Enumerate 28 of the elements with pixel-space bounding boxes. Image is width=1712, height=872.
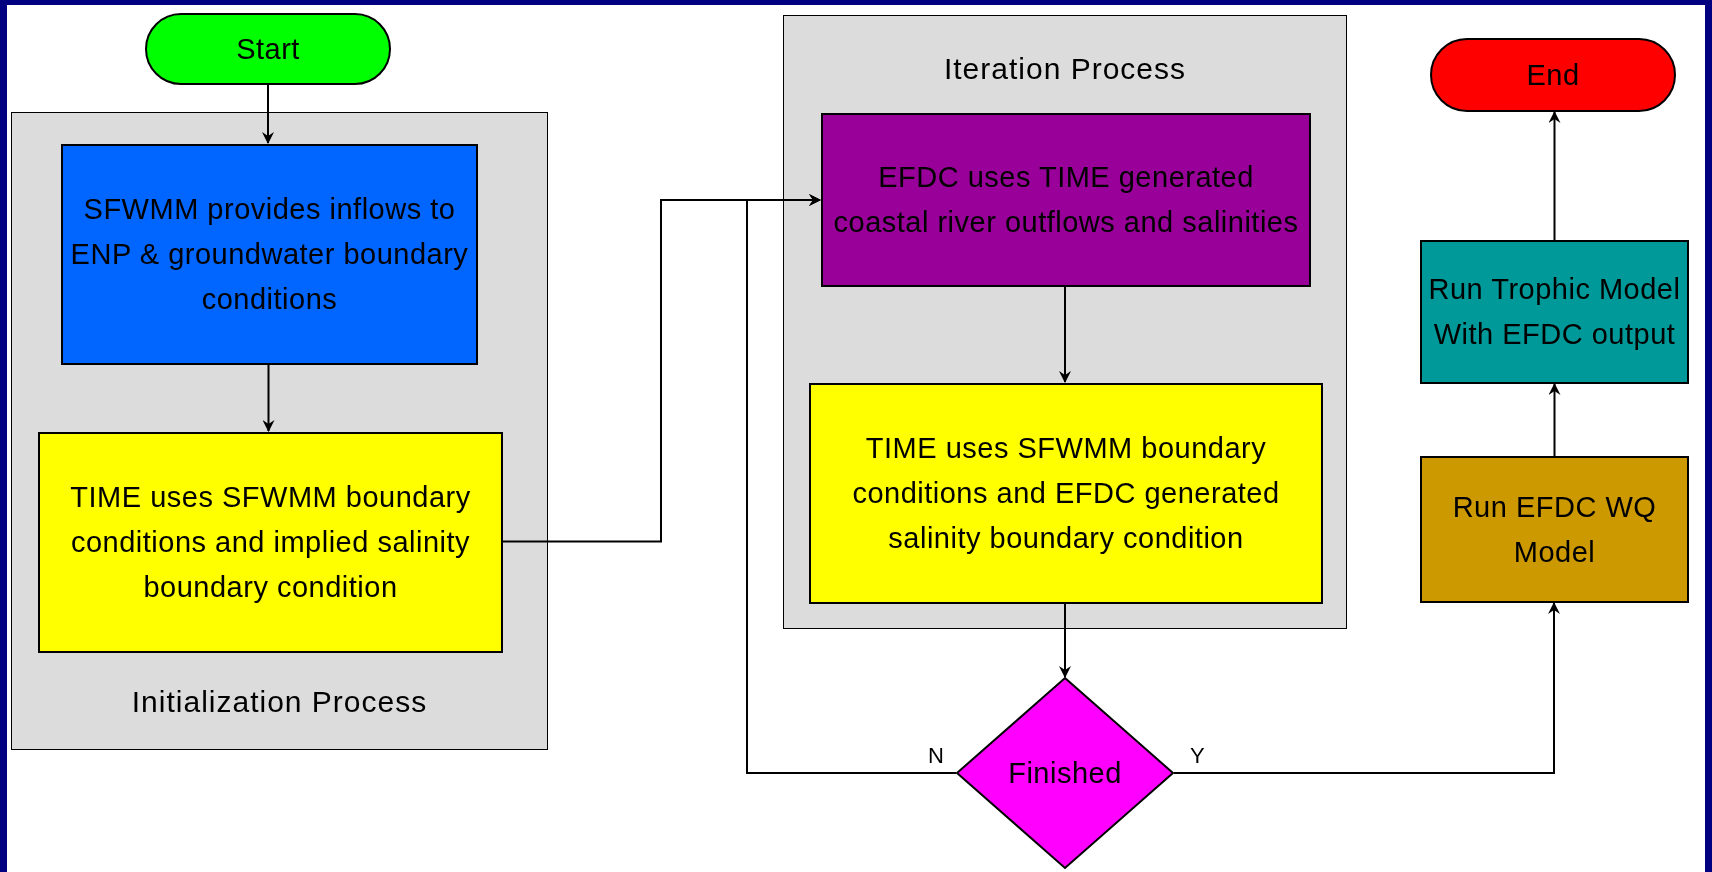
connector-arrow [1548,111,1561,241]
decision-diamond [956,677,1174,869]
process-box [1420,240,1689,384]
node-text: End [1525,57,1581,93]
node-text: TIME uses SFWMM boundary conditions and implied salinity boundary condition [69,480,472,605]
node-text: EFDC uses TIME generated coastal river outflows and salinities [832,160,1300,240]
node-text: TIME uses SFWMM boundary conditions and EFDC generated salinity boundary condition [851,431,1281,556]
node-text: SFWMM provides inflows to ENP & groundwater boundary conditions [69,192,470,317]
connector-arrow [1548,383,1561,457]
connector-arrow [1173,602,1560,774]
node-text: Finished [1007,755,1123,791]
process-box [809,383,1323,604]
process-box [38,432,503,653]
connector-arrow [262,84,274,144]
connector-arrow [1059,285,1071,383]
group-title: Initialization Process [130,683,429,720]
process-box [61,144,478,365]
initialization-group [11,112,548,750]
node-text: Run EFDC WQ Model [1451,489,1658,570]
process-box [1420,456,1689,603]
group-title: Iteration Process [942,51,1188,87]
node-text: Run Trophic Model With EFDC output [1427,272,1682,352]
iteration-group [783,15,1347,629]
connector-arrow [1059,602,1071,678]
process-box [821,113,1311,287]
connector-arrow [262,363,275,432]
node-text: Start [235,31,301,67]
connector-arrow [746,194,957,774]
